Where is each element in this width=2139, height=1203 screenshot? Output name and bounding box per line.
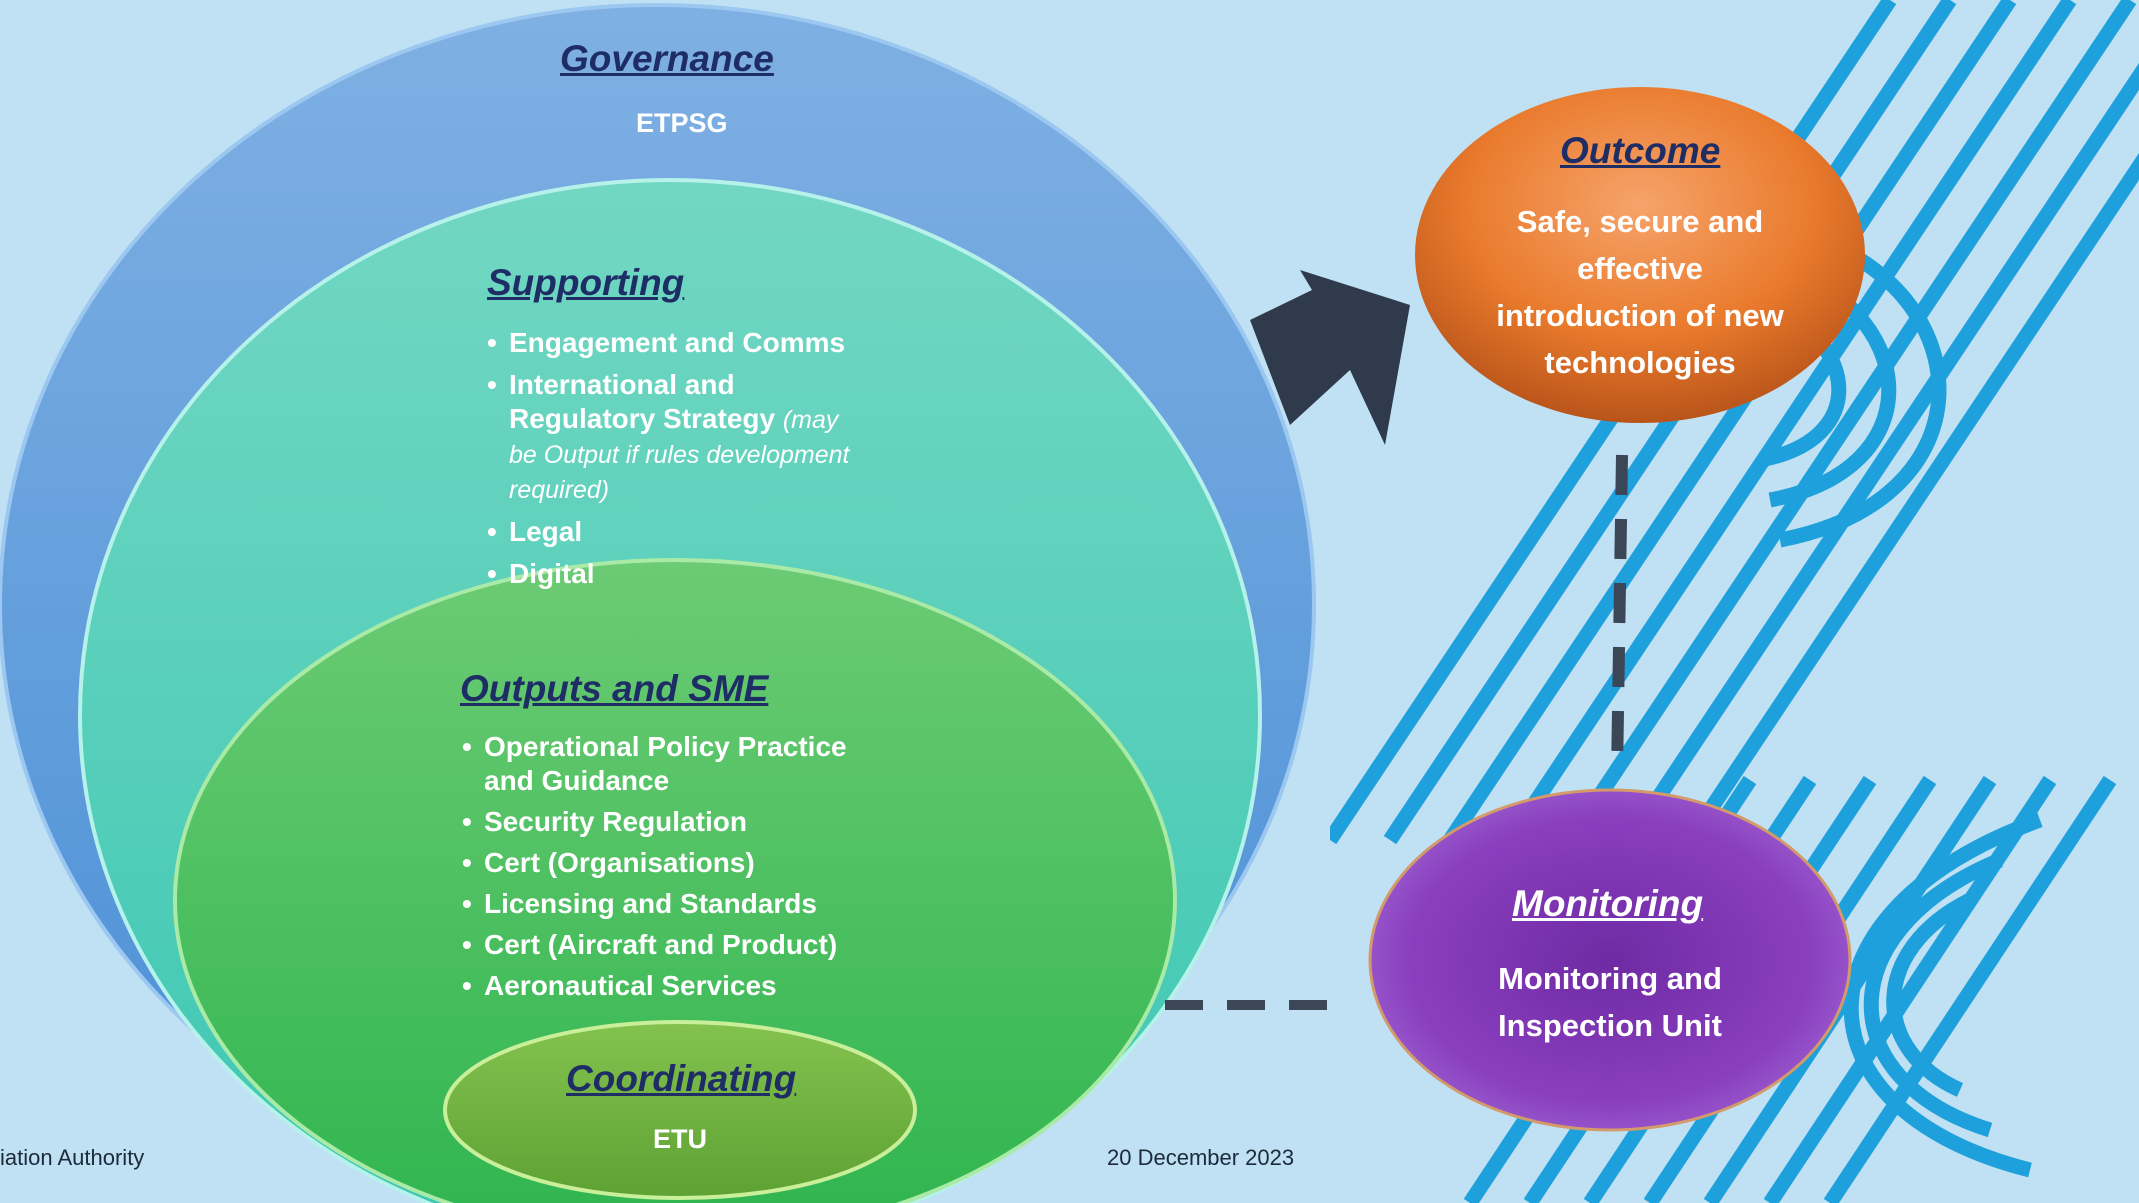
list-item: Legal (487, 515, 867, 549)
monitoring-body: Monitoring and Inspection Unit (1498, 961, 1722, 1043)
list-item: Cert (Aircraft and Product) (462, 928, 862, 962)
list-item: Cert (Organisations) (462, 846, 862, 880)
dashed-connector-vertical (1611, 454, 1628, 776)
supporting-title: Supporting (487, 262, 685, 303)
list-item: Aeronautical Services (462, 969, 862, 1003)
list-item: Operational Policy Practice and Guidance (462, 730, 862, 798)
coordinating-body: ETU (653, 1124, 707, 1154)
governance-title: Governance (560, 38, 774, 79)
supporting-list: Engagement and Comms International and R… (487, 326, 867, 591)
coordinating-title: Coordinating (566, 1058, 797, 1099)
outputs-title: Outputs and SME (460, 668, 769, 709)
monitoring-ellipse (1368, 788, 1852, 1132)
outcome-body: Safe, secure and effective introduction … (1496, 204, 1784, 380)
list-item: International and Regulatory Strategy (m… (487, 368, 867, 507)
governance-body: ETPSG (636, 108, 728, 138)
list-item: Licensing and Standards (462, 887, 862, 921)
outputs-list: Operational Policy Practice and Guidance… (462, 730, 862, 1003)
footer-organisation: iation Authority (0, 1145, 145, 1170)
list-item: Digital (487, 557, 867, 591)
monitoring-title: Monitoring (1512, 883, 1704, 924)
supporting-note: (may be Output if rules development requ… (509, 406, 850, 504)
footer-date: 20 December 2023 (1107, 1145, 1295, 1170)
list-item: Security Regulation (462, 805, 862, 839)
outcome-ellipse (1415, 87, 1865, 423)
list-item: Engagement and Comms (487, 326, 867, 360)
outcome-title: Outcome (1560, 130, 1721, 171)
arrow-icon (1250, 270, 1410, 445)
coordinating-ellipse (443, 1020, 917, 1200)
